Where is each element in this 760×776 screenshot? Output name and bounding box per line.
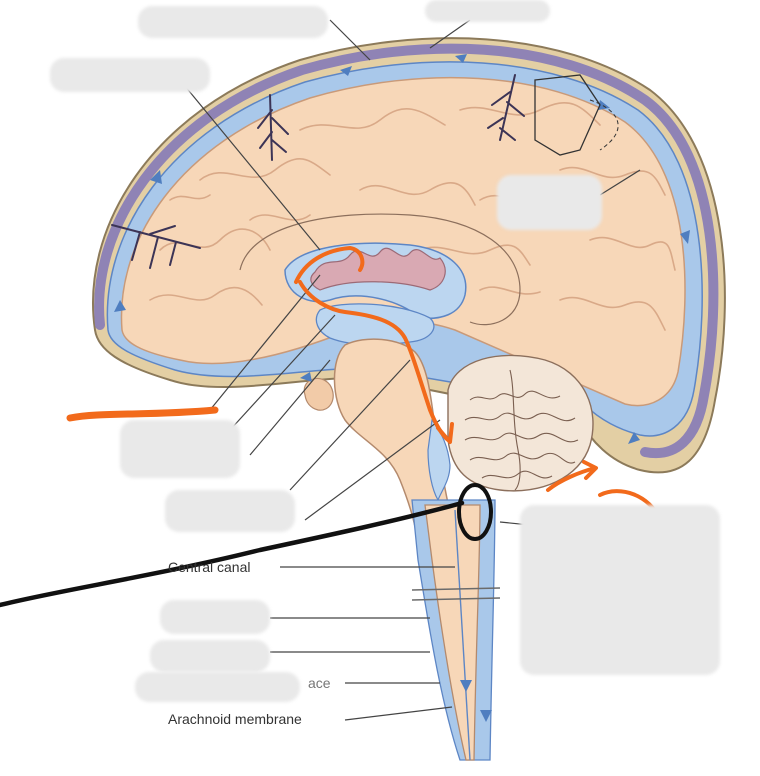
superior-sagittal-sinus	[94, 43, 719, 459]
leader-lines	[179, 19, 641, 721]
redaction-left-labels	[120, 420, 240, 478]
redaction-top-right	[425, 0, 550, 22]
cerebellum-folia	[464, 369, 579, 491]
redaction-right-middle	[497, 175, 602, 230]
fourth-ventricle	[427, 418, 451, 502]
orange-smear-left	[66, 406, 219, 422]
label-central-canal: Central canal	[168, 559, 251, 575]
redaction-left-lower	[165, 490, 295, 532]
label-arachnoid-membrane: Arachnoid membrane	[168, 711, 302, 727]
csf-flow-arrows	[114, 54, 690, 722]
redaction-bottom-left-1	[160, 600, 270, 634]
redaction-bottom-left-2	[150, 640, 270, 672]
circled-aperture	[457, 483, 493, 541]
black-pointer-line	[0, 500, 465, 608]
detail-callout	[534, 74, 601, 156]
label-partial-ace: ace	[308, 675, 331, 691]
redaction-right-lower	[520, 505, 720, 675]
pituitary	[303, 377, 334, 411]
break-marks	[411, 587, 501, 601]
redaction-top-left	[138, 6, 328, 38]
arachnoid-granulations	[111, 74, 525, 269]
cerebrum	[120, 76, 686, 407]
detail-callout-dashed	[589, 99, 619, 151]
redaction-upper-left	[50, 58, 210, 92]
central-canal-line	[454, 509, 471, 761]
corpus-callosum	[239, 213, 521, 326]
redaction-bottom-left-3	[135, 672, 300, 702]
cerebellum	[447, 354, 594, 492]
choroid-plexus	[310, 247, 446, 291]
